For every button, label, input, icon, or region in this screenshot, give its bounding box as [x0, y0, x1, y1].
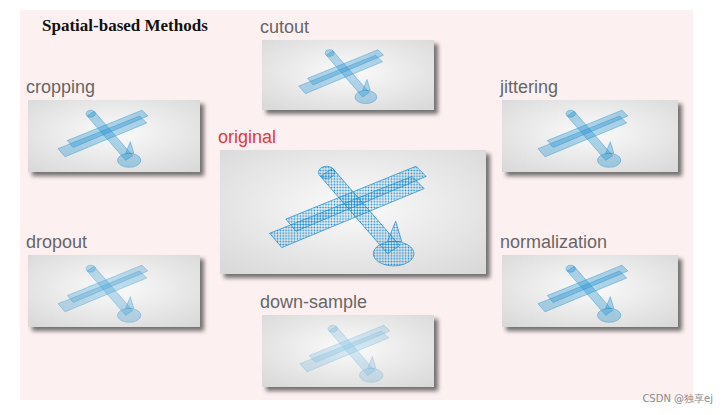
- augmentation-panel: down-sample: [262, 315, 434, 387]
- panel-label: cropping: [26, 77, 95, 97]
- diagram-title: Spatial-based Methods: [42, 16, 208, 36]
- panel-label: dropout: [26, 232, 87, 252]
- augmentation-panel: jittering: [502, 100, 678, 172]
- augmentation-panel: cutout: [262, 40, 434, 110]
- augmentation-panel: original: [220, 150, 486, 274]
- augmentation-panel: cropping: [28, 100, 200, 172]
- panel-label: normalization: [500, 232, 607, 252]
- augmentation-panel: normalization: [502, 255, 678, 327]
- panel-label: down-sample: [260, 292, 367, 312]
- watermark: CSDN @独享ej: [642, 392, 713, 406]
- augmentation-panel: dropout: [28, 255, 200, 327]
- panel-label: original: [218, 127, 276, 147]
- panel-label: cutout: [260, 17, 309, 37]
- panel-label: jittering: [500, 77, 558, 97]
